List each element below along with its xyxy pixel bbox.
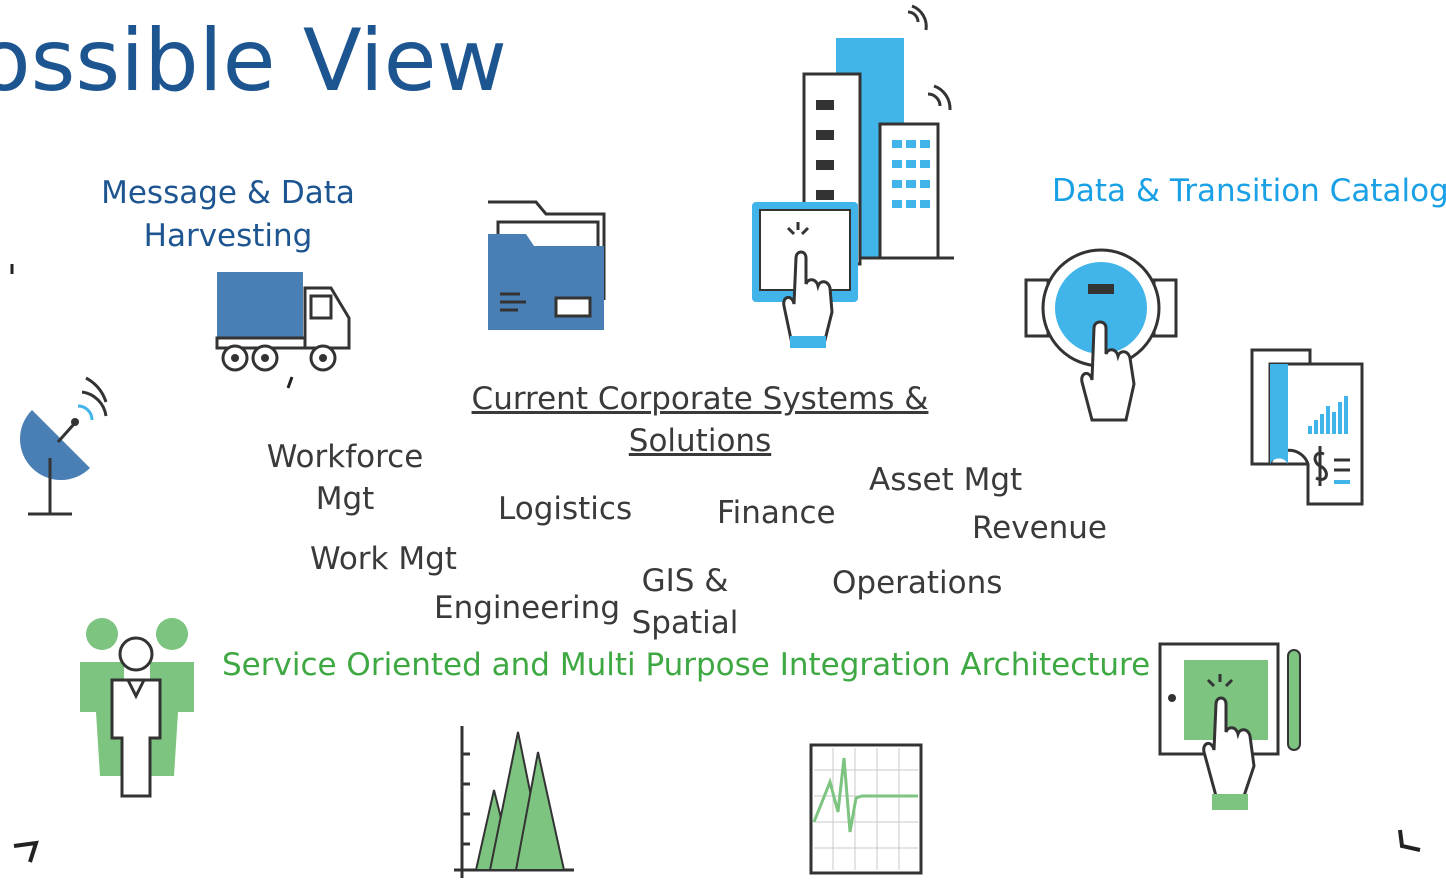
core-heading-line2: Solutions xyxy=(628,423,772,459)
harvesting-heading-line2: Harvesting xyxy=(143,218,313,254)
billing-receipt-icon xyxy=(1250,348,1364,506)
smart-city-icon xyxy=(752,4,954,348)
system-gis-line1: GIS & xyxy=(641,563,729,599)
system-work: Work Mgt xyxy=(310,541,457,577)
delivery-truck-icon xyxy=(215,272,351,372)
system-workforce-line1: Workforce xyxy=(266,439,424,475)
peak-chart-icon xyxy=(454,726,574,878)
system-gis: GIS & Spatial xyxy=(625,560,745,644)
system-gis-line2: Spatial xyxy=(631,605,739,641)
satellite-dish-icon xyxy=(19,376,108,516)
system-workforce-line2: Mgt xyxy=(315,481,375,517)
harvesting-heading-line1: Message & Data xyxy=(101,175,355,211)
system-logistics: Logistics xyxy=(498,491,633,527)
system-asset: Asset Mgt xyxy=(869,462,1023,498)
edge-mark-left xyxy=(10,264,14,274)
team-icon xyxy=(80,618,194,798)
integration-heading: Service Oriented and Multi Purpose Integ… xyxy=(222,647,1151,683)
core-systems-heading: Current Corporate Systems & Solutions xyxy=(440,378,960,462)
folder-icon xyxy=(488,200,606,330)
truck-mark xyxy=(286,376,294,389)
corner-mark-left xyxy=(13,840,39,863)
corner-mark-right xyxy=(1398,829,1421,852)
system-operations: Operations xyxy=(832,565,1003,601)
page-title: ossible View xyxy=(0,11,507,111)
meter-touch-icon xyxy=(1024,248,1178,422)
system-workforce: Workforce Mgt xyxy=(255,436,435,520)
ecg-monitor-icon xyxy=(809,743,923,875)
system-engineering: Engineering xyxy=(434,590,620,626)
system-finance: Finance xyxy=(717,495,836,531)
catalog-heading: Data & Transition Catalog xyxy=(1052,173,1446,209)
core-heading-line1: Current Corporate Systems & xyxy=(471,381,929,417)
system-revenue: Revenue xyxy=(972,510,1108,546)
harvesting-heading: Message & Data Harvesting xyxy=(98,172,358,258)
tablet-touch-icon xyxy=(1158,642,1301,810)
